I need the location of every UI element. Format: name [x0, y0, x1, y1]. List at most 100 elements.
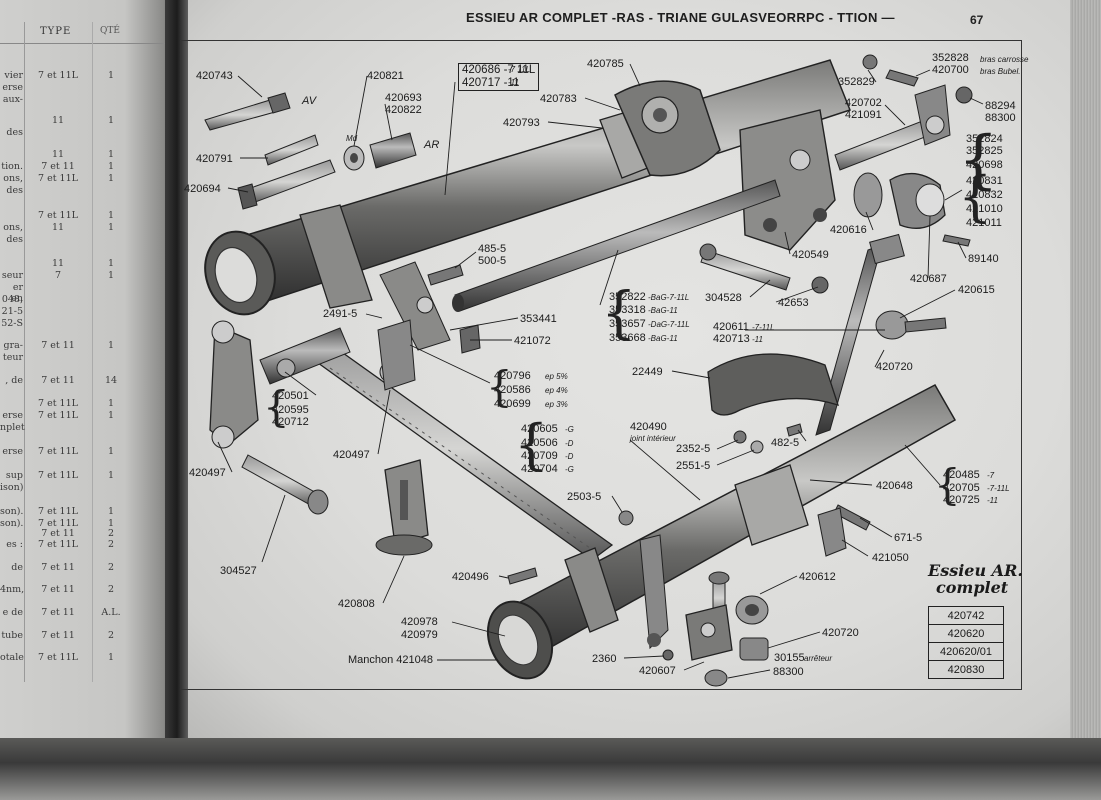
- part-number: 352824: [966, 133, 1003, 145]
- long-bolt: [241, 454, 329, 515]
- part-note: -7-11L: [987, 484, 1010, 493]
- row-quantity: 1: [107, 446, 115, 457]
- row-type: 7 et 11: [41, 340, 75, 351]
- row-quantity: 2: [107, 528, 115, 539]
- part-number: 421050: [872, 552, 909, 564]
- part-number: 420549: [792, 249, 829, 261]
- part-number: 420605: [521, 423, 558, 435]
- row-quantity: 1: [107, 506, 115, 517]
- row-description: sup: [5, 470, 23, 481]
- part-number: 420702: [845, 97, 882, 109]
- row-type: 7 et 11L: [38, 70, 78, 81]
- table-cell: 420620/01: [928, 642, 1004, 661]
- row-type: 7 et 11: [41, 630, 75, 641]
- bracket-symbol: {: [514, 413, 549, 476]
- row-type: 7 et 11L: [38, 506, 78, 517]
- part-note: arrêteur: [804, 654, 833, 663]
- part-number: 420713: [713, 333, 750, 345]
- row-quantity: 1: [107, 149, 115, 160]
- row-description: 4nm,: [0, 584, 25, 595]
- row-description: teur: [2, 352, 23, 363]
- part-number: 420506: [521, 437, 558, 449]
- part-note: joint intérieur: [630, 434, 676, 443]
- row-description: , de: [5, 375, 23, 386]
- row-description: aux-: [2, 94, 23, 105]
- part-number: 420700: [932, 64, 969, 76]
- row-description: ons,: [3, 222, 23, 233]
- part-note: -DaG-7-11L: [648, 320, 690, 329]
- row-quantity: 1: [107, 115, 115, 126]
- part-note: ep 4%: [545, 386, 568, 395]
- part-note: bras carrosse: [980, 55, 1029, 64]
- bracket-symbol: {: [601, 281, 637, 346]
- row-quantity: 2: [107, 539, 115, 550]
- row-description: 048,: [1, 294, 23, 305]
- table-cell: 420742: [928, 606, 1004, 625]
- row-quantity: 1: [107, 173, 115, 184]
- row-quantity: 14: [104, 375, 118, 386]
- row-description: son).: [0, 518, 24, 529]
- row-description: des: [6, 185, 23, 196]
- part-number: 420612: [799, 571, 836, 583]
- column-divider: [24, 22, 25, 682]
- row-description: erse: [2, 410, 23, 421]
- part-number: 420687: [910, 273, 947, 285]
- row-description: tion.: [1, 161, 23, 172]
- part-number: 420586: [494, 384, 531, 396]
- row-type: 7 et 11: [41, 562, 75, 573]
- row-type: 7 et 11L: [38, 398, 78, 409]
- row-type: 7 et 11L: [38, 470, 78, 481]
- part-number: 671-5: [894, 532, 923, 544]
- row-quantity: 1: [107, 270, 115, 281]
- row-type: 7 et 11L: [38, 539, 78, 550]
- part-number: 420693: [385, 92, 422, 104]
- part-number: 500-5: [478, 255, 507, 267]
- part-number: 353441: [520, 313, 557, 325]
- part-number: 420743: [196, 70, 233, 82]
- row-type: 7 et 11L: [38, 446, 78, 457]
- part-number: 420821: [367, 70, 404, 82]
- assembly-reference-table: 420742 420620 420620/01 420830: [928, 606, 1004, 679]
- part-number: 88300: [773, 666, 804, 678]
- part-number: 353318: [609, 304, 646, 316]
- part-number: 353657: [609, 318, 646, 330]
- row-type: 11: [51, 222, 65, 233]
- upper-left-bolts: [204, 92, 417, 210]
- row-type: 7: [54, 270, 62, 281]
- row-description: ons,: [3, 173, 23, 184]
- row-quantity: 1: [107, 410, 115, 421]
- part-number: 420490: [630, 421, 667, 433]
- part-number: 420595: [272, 404, 309, 416]
- table-row: 420620: [928, 624, 1004, 643]
- part-number: 2491-5: [323, 308, 358, 320]
- row-description: tube: [1, 630, 23, 641]
- assembly-title-line1: Essieu AR.: [928, 561, 1023, 580]
- part-number: Md: [346, 134, 358, 143]
- part-number: 420705: [943, 482, 980, 494]
- part-number: 420496: [452, 571, 489, 583]
- part-note: -11: [508, 78, 519, 87]
- row-quantity: 2: [107, 562, 115, 573]
- table-cell: 420620: [928, 624, 1004, 643]
- part-number: 420978: [401, 616, 438, 628]
- part-number: 304528: [705, 292, 742, 304]
- part-note: ep 3%: [545, 400, 568, 409]
- part-note: -7: [987, 471, 995, 480]
- column-header-type: TYPE: [40, 26, 72, 37]
- part-note: -G: [565, 425, 574, 434]
- row-description: erse: [2, 82, 23, 93]
- part-number: AR: [424, 139, 440, 151]
- bracket-symbol: {: [263, 382, 290, 431]
- small-hardware: [507, 423, 871, 687]
- part-number: 420501: [272, 390, 309, 402]
- column-header-qty: QTÉ: [100, 26, 120, 36]
- part-number: 421010: [966, 203, 1003, 215]
- part-number: 420791: [196, 153, 233, 165]
- part-number: 2360: [592, 653, 617, 665]
- part-number: 88300: [985, 112, 1016, 124]
- row-description: e de: [2, 607, 23, 618]
- row-description: otale: [0, 652, 24, 663]
- part-note: -7-11L: [752, 323, 775, 332]
- part-number: 420616: [830, 224, 867, 236]
